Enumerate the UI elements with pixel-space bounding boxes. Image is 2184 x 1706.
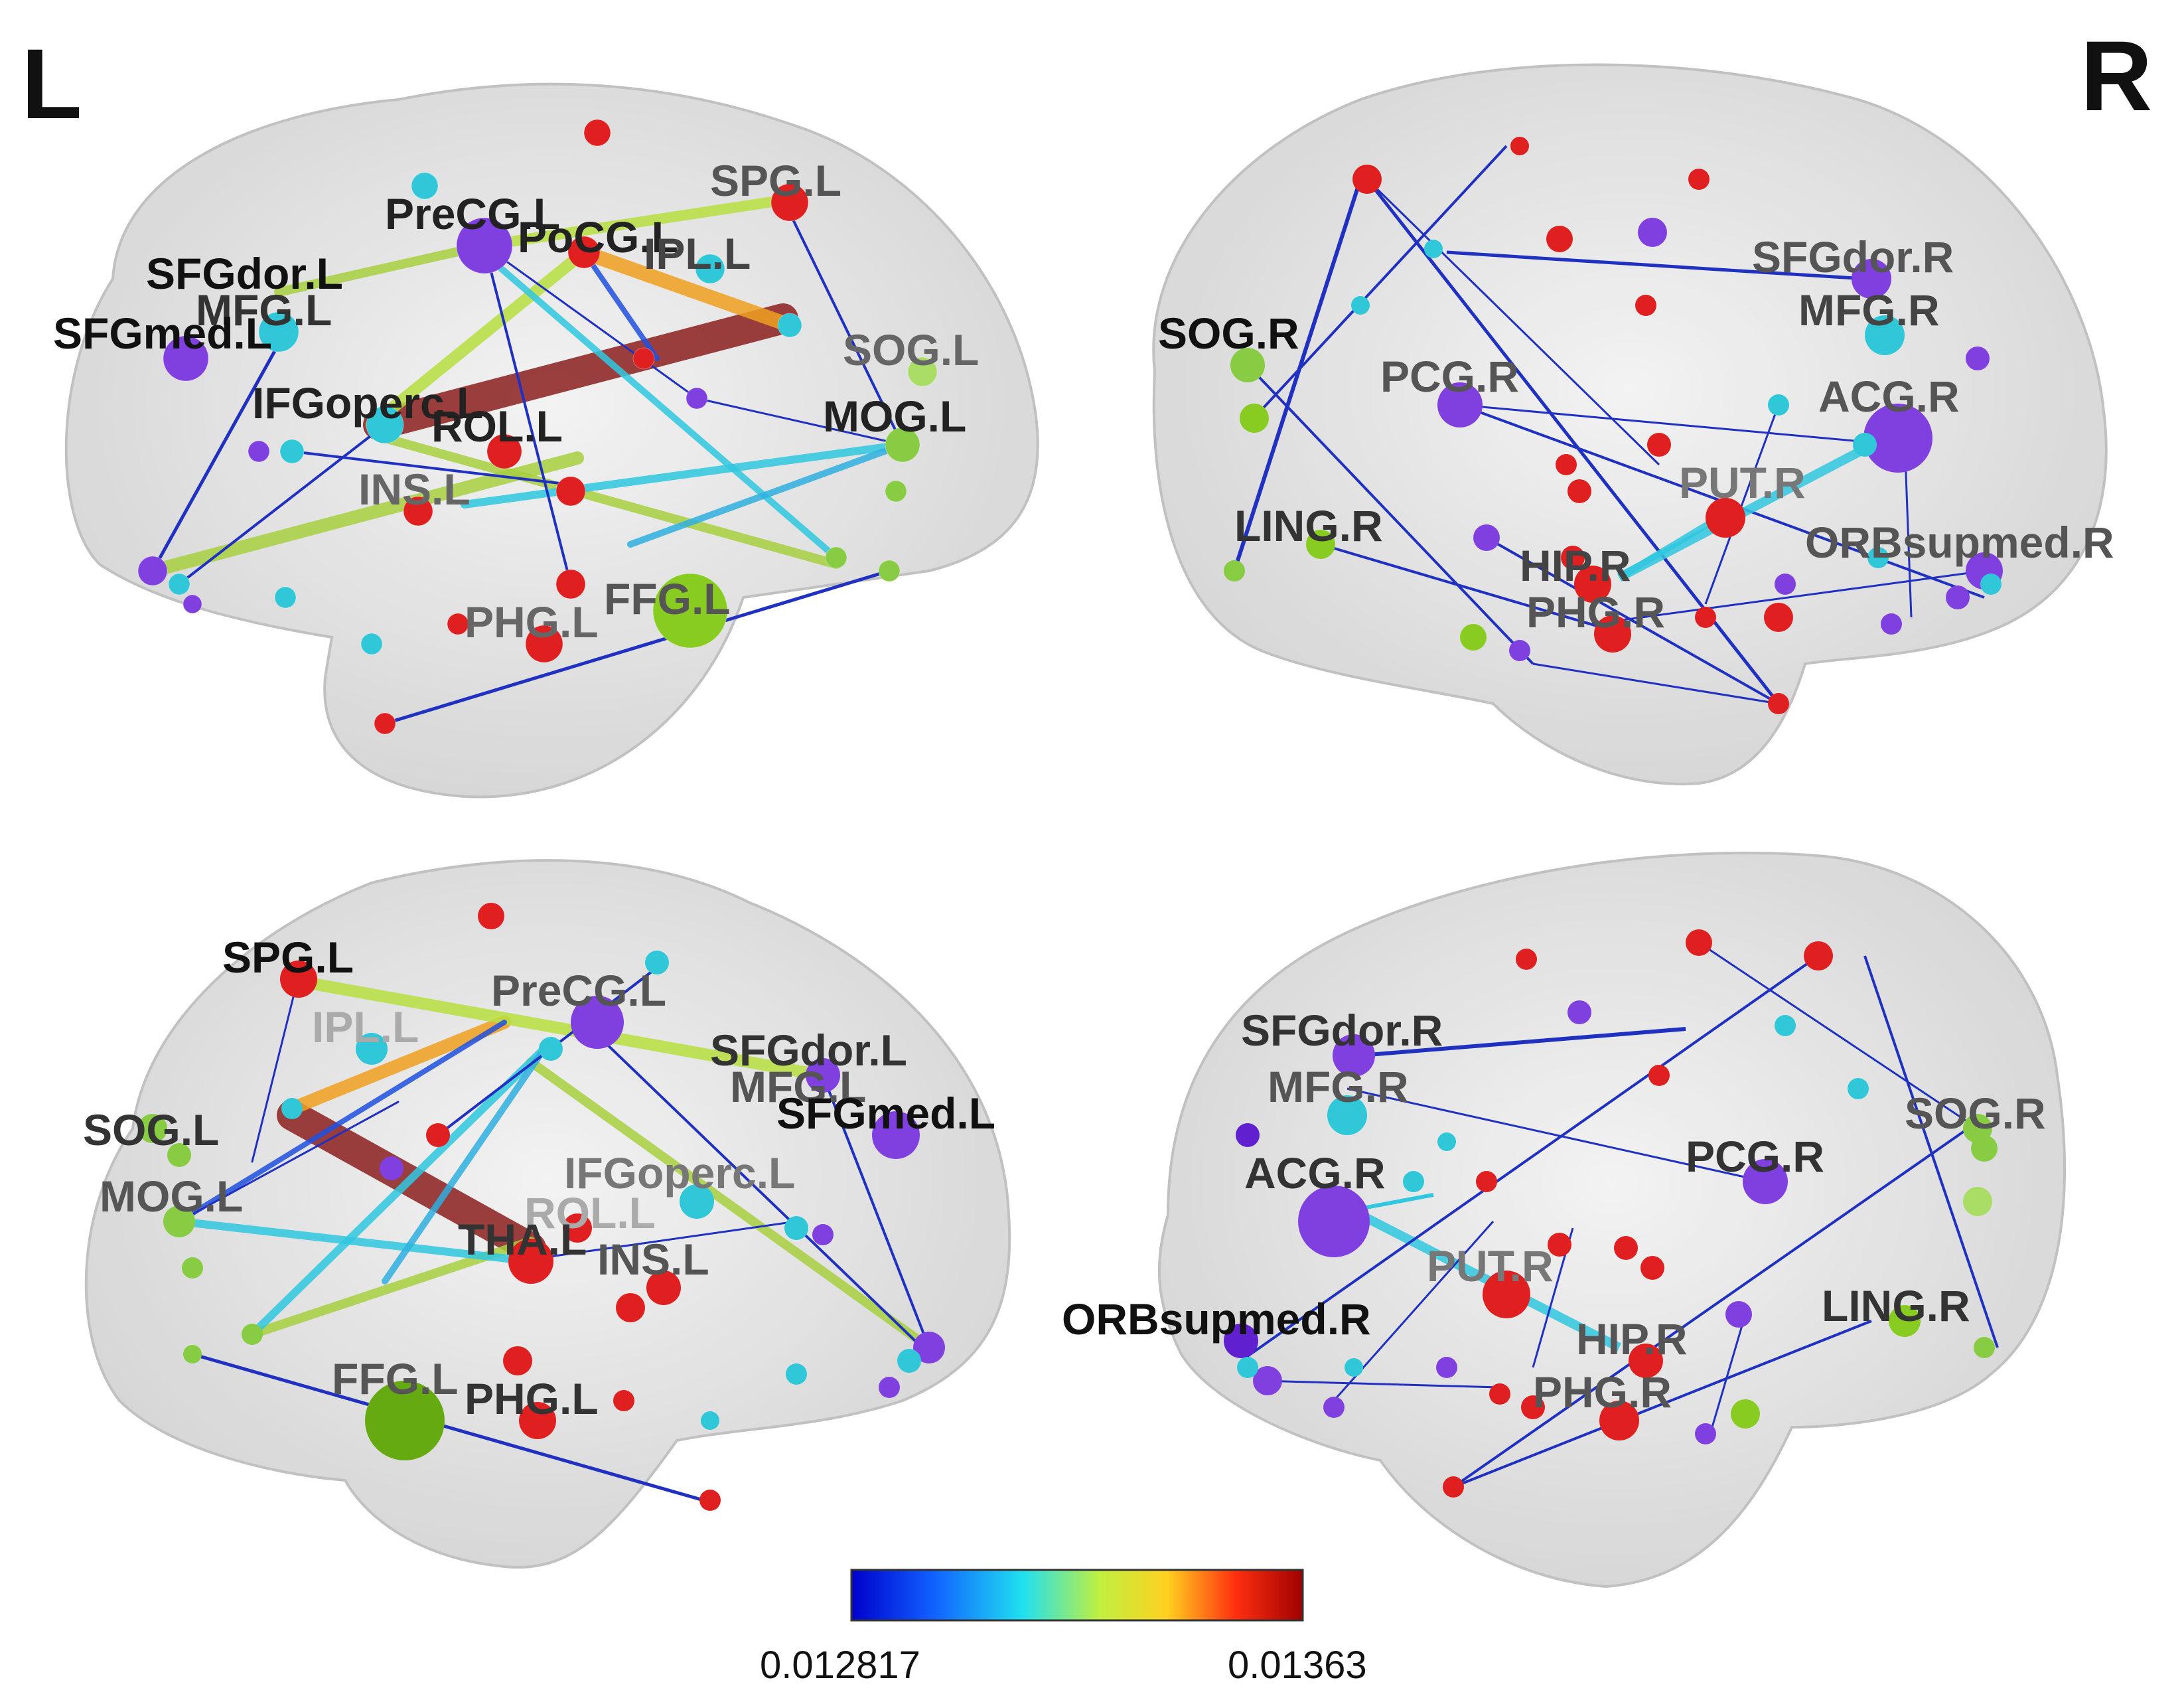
nodes-top-right <box>1224 137 2003 714</box>
label-sfgmed-l: SFGmed.L <box>53 309 272 358</box>
nodes-bottom-left <box>138 903 945 1511</box>
label-ifgoperc-l-bottom: IFGoperc.L <box>564 1148 795 1198</box>
label-precg-l: PreCG.L <box>385 189 560 238</box>
label-orbsupmed-r-bottom: ORBsupmed.R <box>1062 1294 1371 1344</box>
labels-top-left: PreCG.L PoCG.L SPG.L IPL.L SFGdor.L MFG.… <box>53 156 979 647</box>
label-precg-l-bottom: PreCG.L <box>491 966 666 1015</box>
label-mog-l: MOG.L <box>823 392 966 441</box>
label-ffg-l-bottom: FFG.L <box>332 1354 459 1403</box>
label-sog-r: SOG.R <box>1158 309 1299 358</box>
edges-top-right <box>1232 145 1985 705</box>
label-phg-r: PHG.R <box>1526 587 1665 637</box>
label-ipl-l-bottom: IPL.L <box>312 1002 419 1051</box>
label-spg-l: SPG.L <box>710 156 841 205</box>
label-rol-l: ROL.L <box>431 402 563 451</box>
label-mfg-l-bottom: MFG.L <box>730 1062 866 1111</box>
label-spg-l-bottom: SPG.L <box>222 933 354 982</box>
label-ipl-l: IPL.L <box>644 229 751 278</box>
label-phg-l: PHG.L <box>465 597 599 647</box>
labels-bottom-right: SFGdor.R MFG.R SOG.R ACG.R PCG.R PUT.R O… <box>1062 1006 2046 1417</box>
nodes-top-left <box>137 119 938 735</box>
label-put-r-bottom: PUT.R <box>1427 1241 1554 1290</box>
labels-bottom-left: SPG.L PreCG.L IPL.L SFGdor.L MFG.L SFGme… <box>83 933 995 1423</box>
colorbar <box>850 1569 1304 1622</box>
label-ling-r: LING.R <box>1234 501 1383 550</box>
hemisphere-left-label: L <box>21 28 82 139</box>
label-put-r: PUT.R <box>1679 458 1806 507</box>
label-acg-r-bottom: ACG.R <box>1244 1148 1386 1198</box>
hemisphere-right-label: R <box>2080 20 2153 131</box>
label-sfgdor-r-bottom: SFGdor.R <box>1241 1006 1443 1055</box>
label-mog-l-bottom: MOG.L <box>100 1172 243 1221</box>
label-phg-l-bottom: PHG.L <box>465 1374 599 1423</box>
brain-top-right <box>1152 63 2108 786</box>
label-pcg-r-bottom: PCG.R <box>1686 1132 1824 1181</box>
label-mfg-l: MFG.L <box>196 285 332 335</box>
nodes-bottom-right <box>1224 929 1998 1498</box>
label-mfg-r: MFG.R <box>1798 285 1940 335</box>
label-phg-r-bottom: PHG.R <box>1533 1367 1672 1417</box>
label-rol-l-bottom: ROL.L <box>524 1188 656 1237</box>
label-hip-r-bottom: HIP.R <box>1576 1314 1688 1363</box>
label-ffg-l: FFG.L <box>604 574 731 623</box>
label-pcg-r: PCG.R <box>1380 352 1519 401</box>
edges-top-left <box>146 194 907 726</box>
label-orbsupmed-r: ORBsupmed.R <box>1805 518 2114 567</box>
brain-top-left <box>64 82 1039 799</box>
label-ling-r-bottom: LING.R <box>1822 1281 1970 1330</box>
label-sog-l-bottom: SOG.L <box>83 1105 219 1154</box>
label-mfg-r-bottom: MFG.R <box>1268 1062 1409 1111</box>
label-tha-l: THA.L <box>458 1215 587 1264</box>
label-ins-l-bottom: INS.L <box>597 1235 709 1284</box>
label-ifgoperc-l: IFGoperc.L <box>252 378 483 427</box>
label-sfgdor-l: SFGdor.L <box>146 249 343 298</box>
edges-bottom-left <box>175 961 934 1502</box>
label-acg-r: ACG.R <box>1818 372 1960 421</box>
label-sfgdor-r: SFGdor.R <box>1752 232 1954 281</box>
label-hip-r: HIP.R <box>1520 541 1631 590</box>
label-sog-r-bottom: SOG.R <box>1905 1089 2046 1138</box>
label-pocg-l: PoCG.L <box>518 212 678 262</box>
label-sog-l: SOG.L <box>843 325 979 374</box>
colorbar-max-label: 0.01363 <box>1228 1644 1367 1687</box>
label-ins-l: INS.L <box>358 465 471 514</box>
colorbar-min-label: 0.012817 <box>760 1644 920 1687</box>
label-sfgmed-l-bottom: SFGmed.L <box>776 1089 995 1138</box>
brain-bottom-right <box>1157 851 2067 1589</box>
labels-top-right: SFGdor.R MFG.R SOG.R PCG.R ACG.R PUT.R L… <box>1158 232 2114 637</box>
label-sfgdor-l-bottom: SFGdor.L <box>710 1026 907 1075</box>
